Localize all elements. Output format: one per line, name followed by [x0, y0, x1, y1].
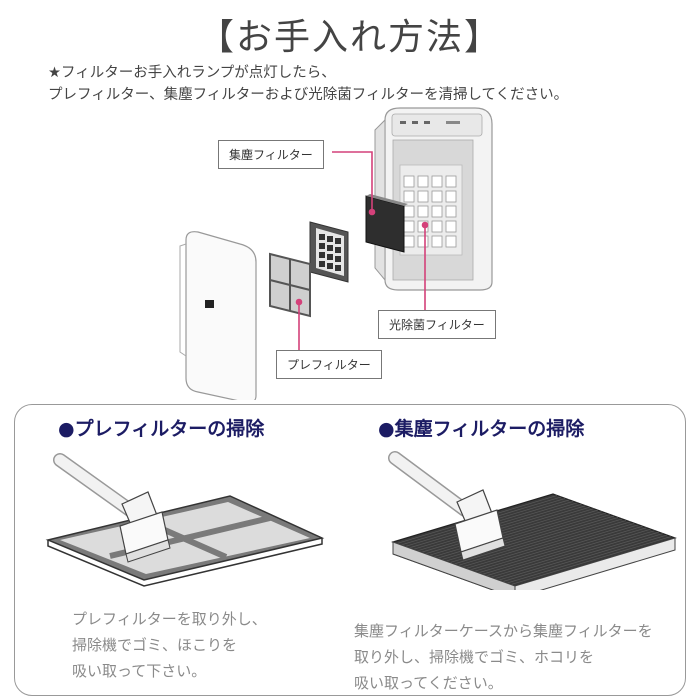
callout-dust-filter: 集塵フィルター	[218, 140, 324, 169]
product-exploded-diagram	[179, 107, 493, 400]
intro-line-2: プレフィルター、集塵フィルターおよび光除菌フィルターを清掃してください。	[48, 87, 569, 103]
photo-filter-graphic	[403, 175, 457, 248]
dust-instruction-line-3: 吸い取ってください。	[354, 674, 503, 692]
pre-filter-graphic	[269, 252, 311, 318]
intro-text: ★フィルターお手入れランプが点灯したら、 プレフィルター、集塵フィルターおよび光…	[48, 62, 568, 106]
callout-photo-filter: 光除菌フィルター	[378, 310, 496, 339]
dust-instruction-line-2: 取り外し、掃除機でゴミ、ホコリを	[354, 648, 595, 666]
dust-filter-cleaning-illustration	[388, 451, 677, 590]
dust-filter-cleaning-heading: ●集塵フィルターの掃除	[378, 418, 585, 440]
pre-instruction-line-3: 吸い取って下さい。	[72, 662, 207, 680]
pre-filter-cleaning-illustration	[45, 453, 325, 587]
pre-instruction-line-2: 掃除機でゴミ、ほこりを	[72, 636, 238, 654]
callout-pre-filter: プレフィルター	[276, 350, 382, 379]
pre-instruction-line-1: プレフィルターを取り外し、	[72, 610, 267, 628]
page-title: 【お手入れ方法】	[197, 17, 502, 58]
dust-filter-case-graphic	[309, 221, 349, 283]
dust-filter-instructions: 集塵フィルターケースから集塵フィルターを 取り外し、掃除機でゴミ、ホコリを 吸い…	[354, 618, 653, 696]
intro-line-1: ★フィルターお手入れランプが点灯したら、	[48, 65, 336, 81]
pre-filter-cleaning-heading: ●プレフィルターの掃除	[58, 418, 265, 440]
dust-instruction-line-1: 集塵フィルターケースから集塵フィルターを	[354, 622, 653, 640]
pre-filter-instructions: プレフィルターを取り外し、 掃除機でゴミ、ほこりを 吸い取って下さい。	[72, 606, 267, 684]
dust-filter-graphic	[365, 194, 408, 253]
front-panel-graphic	[179, 231, 257, 400]
